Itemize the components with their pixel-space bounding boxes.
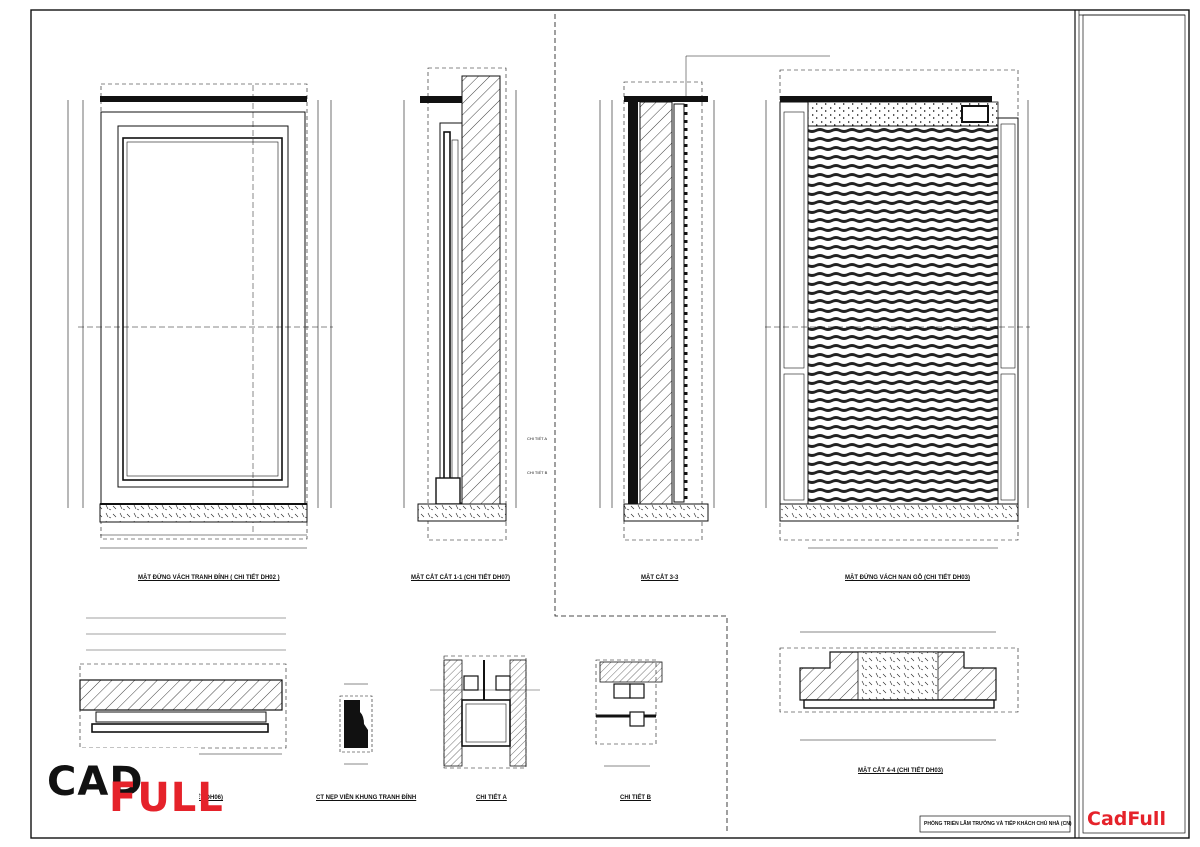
- detail-a-view: [430, 655, 540, 769]
- cadfull-logo: CAD FULL: [33, 748, 223, 834]
- molding-detail-view: [339, 683, 373, 765]
- cadfull-watermark: CadFull: [1087, 808, 1166, 830]
- section-1-1-view: [403, 67, 517, 541]
- caption-section-3-3: MẶT CẮT 3-3: [641, 575, 679, 581]
- detail-b-view: [595, 659, 663, 767]
- logo-full-text: FULL: [109, 775, 224, 821]
- logo-cad-text: CAD: [47, 759, 144, 805]
- section-3-3-view: [599, 55, 830, 541]
- wood-elevation-view: [765, 69, 1030, 549]
- caption-molding-detail: CT NẸP VIỀN KHUNG TRANH ĐÍNH: [316, 795, 417, 801]
- callout-detail-b: CHI TIẾT B: [527, 470, 548, 475]
- caption-elevation-wood: MẶT ĐỨNG VÁCH NAN GỖ (CHI TIẾT DH03): [845, 575, 970, 581]
- caption-detail-b: CHI TIẾT B: [620, 795, 651, 801]
- caption-section-1-1: MẶT CẮT CẮT 1-1 (CHI TIẾT DH07): [411, 575, 510, 581]
- caption-elevation-panel: MẶT ĐỨNG VÁCH TRANH ĐÍNH ( CHI TIẾT DH02…: [138, 575, 280, 581]
- sheet-frame: [30, 9, 1190, 839]
- elevation-panel-view: [67, 83, 333, 549]
- callout-detail-a: CHI TIẾT A: [527, 436, 548, 441]
- caption-detail-a: CHI TIẾT A: [476, 795, 507, 801]
- title-block-text: PHÒNG TRIỂN LÃM TRƯỚNG VÀ TIẾP KHÁCH CHỦ…: [924, 821, 1072, 827]
- caption-section-4-4: MẶT CẮT 4-4 (CHI TIẾT DH03): [858, 768, 944, 774]
- section-2-2-view: [79, 617, 287, 755]
- section-4-4-view: [779, 631, 1019, 741]
